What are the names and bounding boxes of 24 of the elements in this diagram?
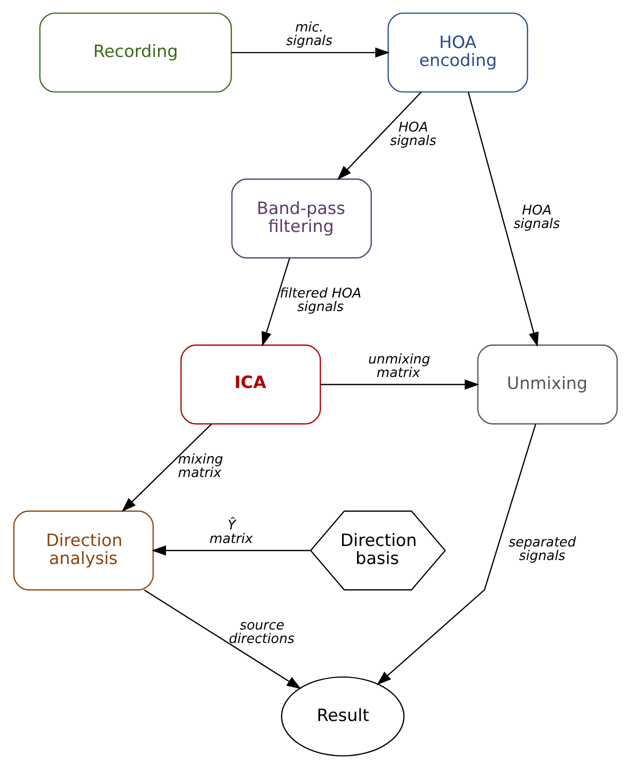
edge-label: Ŷ matrix [208,518,252,547]
edge-label: HOA signals [513,204,560,232]
arrow [261,258,290,346]
edge-label: source directions [228,618,294,647]
edge-label: filtered HOA signals [279,286,361,315]
arrow [143,590,301,690]
arrow [230,47,390,58]
edge-label: mic. signals [286,20,332,50]
node-box: Unmixing [476,344,618,424]
node-box: ICA [180,344,320,424]
node-box: HOA encoding [387,12,528,93]
arrow [150,545,310,556]
arrow [467,92,538,347]
edge-label: mixing matrix [178,452,223,481]
arrow [121,424,212,512]
edge-label: separated signals [508,536,576,564]
node-box: Recording [38,12,232,93]
arrow [320,379,479,390]
edge-label: HOA signals [390,120,436,149]
arrow [376,424,536,686]
edge-label: unmixing matrix [368,352,430,381]
arrow [336,92,422,180]
node-box: Direction analysis [12,510,154,590]
node-box: Band-pass filtering [230,178,372,258]
